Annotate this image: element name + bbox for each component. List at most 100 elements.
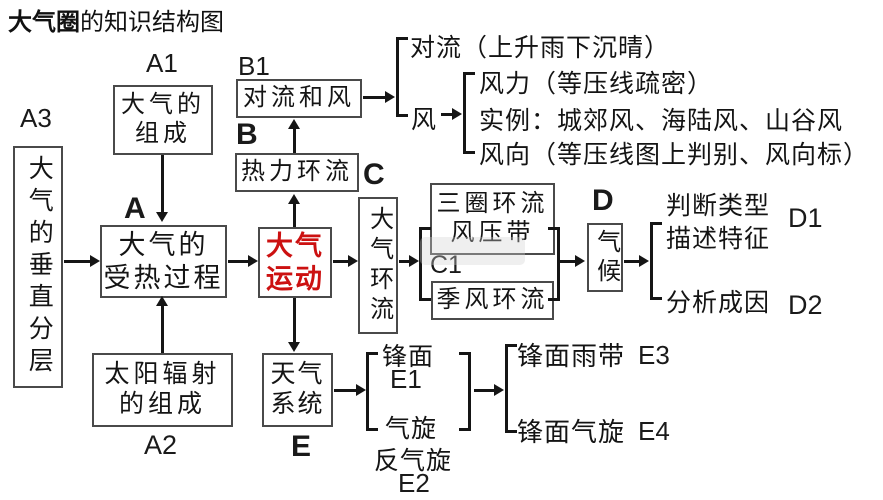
bracket-weather-right bbox=[459, 352, 471, 431]
text-front-rain-band: 锋面雨带 bbox=[517, 342, 626, 371]
text-convection: 对流（上升雨下沉晴） bbox=[410, 35, 671, 62]
text-cyclone: 气旋 bbox=[385, 416, 438, 443]
box-solar-radiation: 太阳辐射 的组成 bbox=[92, 353, 233, 427]
label-d2: D2 bbox=[788, 290, 823, 320]
connector-d-to-branch bbox=[624, 260, 640, 263]
box-convection-and-wind-text: 对流和风 bbox=[243, 84, 355, 111]
arrowhead-motion-to-e bbox=[288, 342, 300, 352]
watermark bbox=[420, 237, 525, 265]
arrowhead-a2-to-a bbox=[156, 296, 168, 306]
box-thermal-circulation: 热力环流 bbox=[235, 153, 359, 192]
box-three-cell-circulation: 三圈环流 风压带 bbox=[430, 183, 555, 255]
label-e3: E3 bbox=[638, 340, 670, 370]
box-three-cell-line2: 风压带 bbox=[450, 220, 535, 246]
connector-b-to-b1 bbox=[293, 129, 296, 153]
label-e2: E2 bbox=[398, 468, 430, 498]
bracket-convection-wind bbox=[396, 37, 408, 117]
connector-a1-to-a bbox=[161, 155, 164, 213]
arrowhead-e-to-branch bbox=[356, 384, 366, 396]
arrowhead-b1-to-branch bbox=[385, 91, 395, 103]
box-convection-and-wind: 对流和风 bbox=[236, 79, 362, 118]
bracket-c1-left bbox=[419, 227, 431, 301]
bracket-c1-right bbox=[548, 227, 560, 301]
connector-motion-to-e bbox=[293, 298, 296, 342]
box-weather-systems-line2: 系统 bbox=[270, 391, 325, 418]
arrowhead-c-to-c1 bbox=[409, 255, 419, 267]
box-atmosphere-composition-line2: 组成 bbox=[135, 121, 191, 147]
connector-wind-to-sub bbox=[441, 113, 453, 116]
box-atmospheric-motion: 大气 运动 bbox=[258, 227, 332, 298]
box-climate: 气候 bbox=[587, 223, 623, 292]
label-a: A bbox=[124, 192, 146, 225]
box-solar-radiation-line2: 的组成 bbox=[118, 391, 206, 418]
box-solar-radiation-line1: 太阳辐射 bbox=[104, 360, 221, 388]
connector-c-to-c1 bbox=[399, 260, 410, 263]
text-analyze-causes: 分析成因 bbox=[666, 290, 771, 317]
text-wind-force: 风力（等压线疏密） bbox=[479, 71, 714, 98]
box-heating-process-line2: 受热过程 bbox=[103, 262, 224, 293]
box-vertical-layers: 大气的垂直分层 bbox=[13, 146, 63, 388]
label-b: B bbox=[236, 118, 258, 151]
box-climate-text: 气候 bbox=[592, 228, 619, 287]
box-monsoon-circulation: 季风环流 bbox=[431, 281, 554, 320]
label-c: C bbox=[363, 158, 385, 191]
text-front-cyclone: 锋面气旋 bbox=[517, 418, 626, 447]
text-describe-features: 描述特征 bbox=[666, 226, 771, 253]
connector-b1-to-branch bbox=[363, 96, 385, 99]
label-c1: C1 bbox=[430, 251, 462, 279]
label-a1: A1 bbox=[146, 48, 178, 78]
connector-a2-to-a bbox=[161, 306, 164, 353]
label-d1: D1 bbox=[788, 203, 823, 233]
title-emphasis: 大气圈 bbox=[8, 9, 80, 36]
connector-e1-to-e3 bbox=[474, 389, 494, 392]
box-heating-process-line1: 大气的 bbox=[118, 229, 209, 260]
page-title: 大气圈的知识结构图 bbox=[8, 2, 224, 37]
bracket-climate bbox=[650, 222, 662, 300]
box-weather-systems: 天气 系统 bbox=[262, 353, 333, 427]
arrowhead-wind-to-sub bbox=[452, 108, 462, 120]
connector-motion-to-c bbox=[333, 260, 348, 263]
connector-motion-to-b bbox=[293, 204, 296, 227]
box-vertical-layers-text: 大气的垂直分层 bbox=[25, 155, 53, 379]
text-judge-type: 判断类型 bbox=[666, 193, 771, 220]
box-atmosphere-composition: 大气的 组成 bbox=[113, 85, 213, 155]
text-anticyclone: 反气旋 bbox=[374, 448, 453, 475]
box-atmospheric-circulation-text: 大气环流 bbox=[365, 205, 392, 326]
box-weather-systems-line1: 天气 bbox=[270, 360, 325, 388]
label-a2: A2 bbox=[144, 430, 178, 460]
text-wind: 风 bbox=[411, 107, 438, 134]
box-atmosphere-composition-line1: 大气的 bbox=[121, 91, 205, 118]
arrowhead-d-to-branch bbox=[639, 255, 649, 267]
text-front: 锋面 bbox=[382, 344, 435, 371]
connector-e-to-branch bbox=[334, 389, 356, 392]
box-heating-process: 大气的 受热过程 bbox=[100, 225, 227, 298]
arrowhead-b-to-b1 bbox=[288, 119, 300, 129]
arrowhead-a-to-motion bbox=[248, 255, 258, 267]
text-wind-examples: 实例：城郊风、海陆风、山谷风 bbox=[479, 108, 844, 135]
label-a3: A3 bbox=[20, 103, 52, 133]
box-atmospheric-motion-line1: 大气 bbox=[266, 230, 324, 261]
arrowhead-motion-to-c bbox=[348, 255, 358, 267]
box-three-cell-line1: 三圈环流 bbox=[436, 190, 549, 217]
box-atmospheric-motion-line2: 运动 bbox=[266, 263, 324, 294]
connector-a-to-motion bbox=[228, 260, 248, 263]
label-b1: B1 bbox=[238, 51, 270, 81]
box-thermal-circulation-text: 热力环流 bbox=[241, 158, 353, 185]
text-wind-direction: 风向（等压线图上判别、风向标） bbox=[479, 142, 870, 169]
bracket-wind-details bbox=[463, 72, 475, 154]
connector-c1-to-d bbox=[560, 260, 576, 263]
label-e1: E1 bbox=[390, 364, 422, 394]
arrowhead-a1-to-a bbox=[156, 212, 168, 222]
box-atmospheric-circulation: 大气环流 bbox=[358, 197, 398, 334]
box-monsoon-circulation-text: 季风环流 bbox=[436, 286, 549, 313]
arrowhead-c1-to-d bbox=[575, 255, 585, 267]
connector-a3-to-a bbox=[64, 260, 91, 263]
arrowhead-motion-to-b bbox=[288, 194, 300, 204]
title-rest: 的知识结构图 bbox=[80, 9, 224, 36]
label-d: D bbox=[592, 184, 614, 217]
bracket-front-results bbox=[505, 344, 517, 433]
label-e: E bbox=[291, 430, 312, 463]
label-e4: E4 bbox=[638, 416, 670, 446]
arrowhead-a3-to-a bbox=[90, 255, 100, 267]
